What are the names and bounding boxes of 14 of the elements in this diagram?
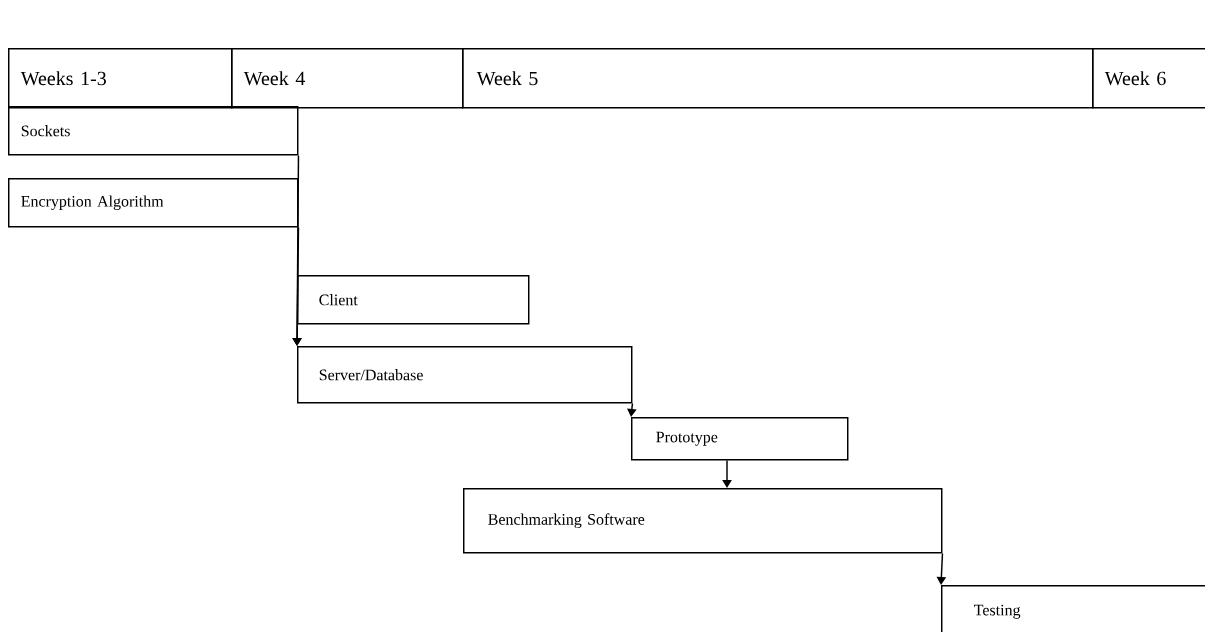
week-header-cell: Weeks 1-3	[8, 48, 233, 109]
week-header-cell: Week 6	[1092, 48, 1205, 109]
task-box: Sockets	[8, 106, 299, 156]
task-box: Client	[297, 275, 530, 325]
task-box: Server/Database	[297, 346, 633, 404]
arrow	[292, 226, 302, 346]
week-header-cell: Week 4	[231, 48, 464, 109]
task-box: Encryption Algorithm	[8, 178, 299, 228]
arrow	[627, 402, 637, 417]
arrow	[722, 459, 732, 488]
week-header-cell: Week 5	[462, 48, 1094, 109]
task-box: Prototype	[631, 417, 849, 461]
task-box: Testing	[941, 585, 1205, 632]
task-box: Benchmarking Software	[463, 488, 943, 554]
